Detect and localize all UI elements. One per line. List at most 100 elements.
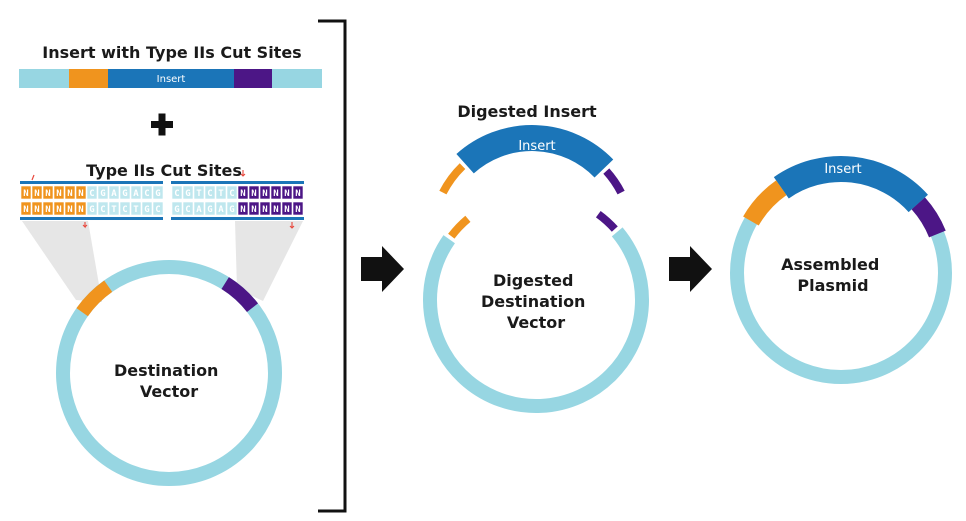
dna-left-bottom-cell bbox=[97, 201, 109, 216]
dna-right-top-base: C bbox=[229, 189, 234, 199]
cut-marker-right-top bbox=[240, 170, 246, 177]
dna-right-bottom-cell bbox=[248, 201, 260, 216]
assembled-plasmid-orange-site bbox=[743, 180, 787, 226]
dna-left-bottom-base: T bbox=[111, 205, 117, 215]
dna-left-bottom-base: N bbox=[78, 205, 83, 215]
cut-marker-left-bottom bbox=[82, 222, 88, 229]
dna-left-top-base: C bbox=[144, 189, 149, 199]
bracket bbox=[318, 19, 347, 513]
dna-right-bottom-cell bbox=[270, 201, 282, 216]
insert-bar-insert bbox=[108, 69, 234, 88]
dna-left-bottom-base: G bbox=[144, 205, 149, 215]
dna-left-top-base: A bbox=[111, 189, 117, 199]
dna-left-top-cell bbox=[64, 185, 76, 200]
dna-left-bottom-cell bbox=[64, 201, 76, 216]
dna-left-bottom-cell bbox=[108, 201, 120, 216]
dna-left-top-cell bbox=[53, 185, 65, 200]
assembled-plasmid-insert-arc bbox=[773, 156, 928, 213]
dna-right-bottom-base: N bbox=[251, 205, 256, 215]
dna-left-top-base: N bbox=[67, 189, 72, 199]
dna-left-top-cell bbox=[75, 185, 87, 200]
dna-right-top-base: N bbox=[295, 189, 300, 199]
assembled-plasmid-label-line-2: Plasmid bbox=[797, 276, 868, 295]
dna-right-top-cell bbox=[193, 185, 205, 200]
digested-vector-orange-overhang bbox=[448, 215, 471, 239]
dna-right-top-cell bbox=[215, 185, 227, 200]
dna-left-top-cell bbox=[20, 185, 32, 200]
dna-left-top-cell bbox=[86, 185, 98, 200]
dna-right-bottom-base: G bbox=[207, 205, 212, 215]
dna-left-top-base: G bbox=[122, 189, 127, 199]
destination-vector: Destination Vector bbox=[56, 260, 282, 486]
dna-left-bottom-base: G bbox=[89, 205, 94, 215]
dna-right-top-base: T bbox=[218, 189, 224, 199]
destination-vector-purple-site bbox=[221, 277, 259, 313]
dna-right-bottom-cell bbox=[204, 201, 216, 216]
dna-right-bottom-cell bbox=[182, 201, 194, 216]
digested-vector-label: Digested Destination Vector bbox=[481, 271, 591, 332]
dna-left-top-base: N bbox=[45, 189, 50, 199]
dna-left-bottom-base: N bbox=[34, 205, 39, 215]
insert-bar: Insert bbox=[19, 69, 322, 88]
dna-left-bottom-cell bbox=[130, 201, 142, 216]
dna-right-top-cell bbox=[248, 185, 260, 200]
insert-bar-purple-site bbox=[234, 69, 272, 88]
dna-left-top-cell bbox=[130, 185, 142, 200]
dna-left-bottom-base: N bbox=[67, 205, 72, 215]
dna-left-bottom-cell bbox=[53, 201, 65, 216]
plus-icon bbox=[151, 113, 173, 136]
dna-left-bottom-cell bbox=[75, 201, 87, 216]
dna-right-top-base: G bbox=[185, 189, 190, 199]
digested-insert-title: Digested Insert bbox=[457, 102, 597, 121]
digested-vector-label-line-3: Vector bbox=[507, 313, 565, 332]
arrow-right-icon-2 bbox=[669, 246, 712, 292]
dna-left-bottom-cell bbox=[86, 201, 98, 216]
dna-right-top-cell bbox=[171, 185, 183, 200]
dna-left-bottom-base: C bbox=[155, 205, 160, 215]
digested-insert-orange-overhang bbox=[439, 163, 466, 195]
dna-left-top-cell bbox=[97, 185, 109, 200]
dna-left-top-base: G bbox=[100, 189, 105, 199]
cut-marker-left-top bbox=[31, 174, 35, 181]
dna-right-top-base: C bbox=[174, 189, 179, 199]
dna-left-top-base: N bbox=[34, 189, 39, 199]
destination-vector-label-line-1: Destination bbox=[114, 361, 219, 380]
dna-left-bottom-base: N bbox=[23, 205, 28, 215]
dna-right-top-cell bbox=[259, 185, 271, 200]
dna-right-bottom-cell bbox=[171, 201, 183, 216]
dna-left-top-cell bbox=[119, 185, 131, 200]
dna-left-bottom-base: N bbox=[56, 205, 61, 215]
digested-insert-arc bbox=[456, 125, 614, 178]
dna-right-bottom-base: G bbox=[229, 205, 234, 215]
dna-right-bottom-cell bbox=[237, 201, 249, 216]
insert-title: Insert with Type IIs Cut Sites bbox=[42, 43, 301, 62]
dna-right-top-cell bbox=[270, 185, 282, 200]
dna-right-bottom-base: A bbox=[218, 205, 224, 215]
dna-right-top-cell bbox=[182, 185, 194, 200]
dna-right-bottom-cell bbox=[281, 201, 293, 216]
insert-bar-label: Insert bbox=[157, 74, 186, 85]
cut-marker-right-bottom bbox=[289, 222, 295, 229]
dna-left-top-base: N bbox=[56, 189, 61, 199]
dna-left-top-cell bbox=[152, 185, 164, 200]
digested-vector-ring bbox=[423, 227, 649, 414]
dna-left-top-base: N bbox=[78, 189, 83, 199]
assembled-plasmid-purple-site bbox=[911, 197, 946, 238]
dna-left-bottom-base: N bbox=[45, 205, 50, 215]
cut-site-cone-right bbox=[235, 221, 303, 301]
cut-sites-title: Type IIs Cut Sites bbox=[86, 161, 242, 180]
dna-right-top-base: C bbox=[207, 189, 212, 199]
digested-vector-purple-overhang bbox=[595, 210, 618, 232]
dna-right-bottom-base: G bbox=[174, 205, 179, 215]
dna-right-top-cell bbox=[281, 185, 293, 200]
dna-left-top-cell bbox=[31, 185, 43, 200]
dna-right-top-cell bbox=[292, 185, 304, 200]
dna-right-top-base: N bbox=[262, 189, 267, 199]
dna-left-bottom-cell bbox=[119, 201, 131, 216]
dna-left-top-base: A bbox=[133, 189, 139, 199]
assembled-plasmid-insert-label: Insert bbox=[824, 162, 861, 177]
dna-right-bottom-cell bbox=[215, 201, 227, 216]
dna-right-bottom-base: N bbox=[273, 205, 278, 215]
